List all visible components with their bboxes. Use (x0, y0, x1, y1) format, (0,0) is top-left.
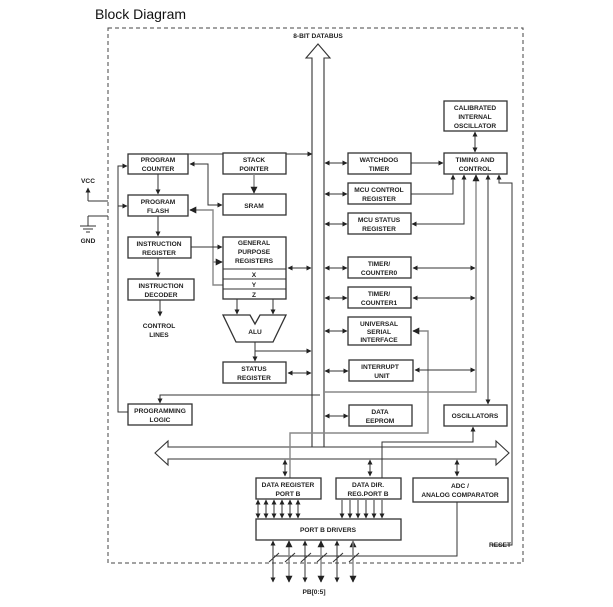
svg-text:PURPOSE: PURPOSE (238, 249, 271, 256)
block-watchdog-timer: WATCHDOG TIMER (347, 152, 412, 175)
block-timer-counter1: TIMER/ COUNTER1 (347, 286, 412, 309)
register-z: Z (252, 292, 256, 299)
block-programming-logic: PROGRAMMING LOGIC (127, 403, 193, 426)
control-lines-label: CONTROL (143, 323, 176, 330)
svg-text:PORT B DRIVERS: PORT B DRIVERS (300, 527, 357, 534)
svg-text:INTERNAL: INTERNAL (458, 114, 491, 121)
block-program-flash: PROGRAM FLASH (127, 194, 189, 217)
port-pin-line (348, 552, 360, 563)
block-oscillators: OSCILLATORS (443, 404, 508, 427)
block-universal-serial-interface: UNIVERSAL SERIAL INTERFACE (347, 316, 412, 346)
svg-text:INTERFACE: INTERFACE (360, 337, 398, 344)
svg-text:WATCHDOG: WATCHDOG (360, 157, 399, 164)
svg-text:OSCILLATOR: OSCILLATOR (454, 123, 496, 130)
svg-text:DATA DIR.: DATA DIR. (352, 482, 384, 489)
svg-text:EEPROM: EEPROM (366, 418, 395, 425)
svg-text:STATUS: STATUS (241, 366, 267, 373)
svg-text:SRAM: SRAM (244, 203, 264, 210)
port-lines (255, 499, 385, 583)
svg-text:OSCILLATORS: OSCILLATORS (452, 413, 499, 420)
svg-text:ADC /: ADC / (451, 483, 469, 490)
block-mcu-status-register: MCU STATUS REGISTER (347, 212, 412, 235)
svg-text:REGISTER: REGISTER (362, 226, 396, 233)
svg-text:FLASH: FLASH (147, 208, 169, 215)
svg-text:REG.PORT B: REG.PORT B (347, 491, 388, 498)
block-timer-counter0: TIMER/ COUNTER0 (347, 256, 412, 279)
svg-text:DATA REGISTER: DATA REGISTER (262, 482, 315, 489)
gnd-connection: GND (80, 215, 108, 245)
block-instruction-register: INSTRUCTION REGISTER (127, 236, 192, 259)
databus-label: 8-BIT DATABUS (293, 33, 343, 40)
svg-text:PROGRAMMING: PROGRAMMING (134, 408, 186, 415)
svg-text:MCU STATUS: MCU STATUS (358, 217, 401, 224)
port-pin-line (284, 552, 296, 563)
svg-text:DECODER: DECODER (145, 292, 178, 299)
svg-text:LOGIC: LOGIC (150, 417, 171, 424)
svg-text:POINTER: POINTER (239, 166, 269, 173)
svg-text:SERIAL: SERIAL (367, 329, 391, 336)
vcc-label: VCC (81, 178, 95, 185)
reset-label: RESET (489, 542, 511, 549)
diagram-title: Block Diagram (95, 6, 187, 22)
svg-text:PROGRAM: PROGRAM (141, 199, 176, 206)
svg-text:REGISTERS: REGISTERS (235, 258, 274, 265)
vcc-connection: VCC (81, 178, 108, 202)
block-alu: ALU (221, 314, 288, 343)
databus-horizontal (154, 439, 510, 467)
block-calibrated-internal-oscillator: CALIBRATED INTERNAL OSCILLATOR (443, 100, 508, 132)
svg-text:INSTRUCTION: INSTRUCTION (138, 283, 183, 290)
svg-text:GENERAL: GENERAL (238, 240, 270, 247)
block-instruction-decoder: INSTRUCTION DECODER (127, 278, 195, 301)
block-general-purpose-registers: GENERAL PURPOSE REGISTERS X Y Z (222, 236, 287, 300)
svg-text:TIMER/: TIMER/ (368, 261, 391, 268)
port-pin-line (300, 552, 312, 563)
block-timing-and-control: TIMING AND CONTROL (443, 152, 508, 175)
port-pin-line (268, 552, 280, 563)
svg-text:UNIT: UNIT (374, 373, 389, 380)
svg-text:PROGRAM: PROGRAM (141, 157, 176, 164)
svg-text:INSTRUCTION: INSTRUCTION (136, 241, 181, 248)
svg-text:DATA: DATA (371, 409, 389, 416)
control-lines-label-2: LINES (149, 332, 169, 339)
block-interrupt-unit: INTERRUPT UNIT (348, 359, 414, 382)
chip-boundary (107, 27, 524, 564)
databus-vertical (304, 43, 332, 452)
port-pin-line (316, 552, 328, 563)
block-port-b-drivers: PORT B DRIVERS (255, 518, 402, 541)
svg-text:REGISTER: REGISTER (362, 196, 396, 203)
register-y: Y (252, 282, 257, 289)
svg-text:REGISTER: REGISTER (237, 375, 271, 382)
block-sram: SRAM (222, 193, 287, 216)
svg-text:INTERRUPT: INTERRUPT (361, 364, 399, 371)
svg-text:MCU CONTROL: MCU CONTROL (354, 187, 403, 194)
svg-text:COUNTER: COUNTER (142, 166, 175, 173)
block-program-counter: PROGRAM COUNTER (127, 153, 189, 175)
svg-text:TIMER/: TIMER/ (368, 291, 391, 298)
register-x: X (252, 272, 257, 279)
svg-text:PORT B: PORT B (276, 491, 301, 498)
svg-text:TIMING AND: TIMING AND (456, 157, 495, 164)
block-data-eeprom: DATA EEPROM (348, 404, 413, 427)
block-data-register-port-b: DATA REGISTER PORT B (255, 477, 322, 500)
port-pins-label: PB[0:5] (302, 589, 325, 596)
block-mcu-control-register: MCU CONTROL REGISTER (347, 182, 412, 205)
port-pin-line (332, 552, 344, 563)
svg-text:CONTROL: CONTROL (459, 166, 492, 173)
svg-text:TIMER: TIMER (369, 166, 390, 173)
svg-text:COUNTER1: COUNTER1 (361, 300, 398, 307)
block-adc-analog-comparator: ADC / ANALOG COMPARATOR (412, 477, 509, 503)
svg-text:ALU: ALU (248, 329, 262, 336)
svg-text:UNIVERSAL: UNIVERSAL (360, 321, 398, 328)
svg-text:REGISTER: REGISTER (142, 250, 176, 257)
svg-text:COUNTER0: COUNTER0 (361, 270, 398, 277)
svg-text:CALIBRATED: CALIBRATED (454, 105, 497, 112)
svg-text:ANALOG COMPARATOR: ANALOG COMPARATOR (421, 492, 499, 499)
block-status-register: STATUS REGISTER (222, 361, 287, 384)
svg-text:STACK: STACK (243, 157, 265, 164)
block-data-dir-reg-port-b: DATA DIR. REG.PORT B (335, 477, 402, 500)
block-stack-pointer: STACK POINTER (222, 152, 287, 175)
gnd-label: GND (81, 238, 96, 245)
